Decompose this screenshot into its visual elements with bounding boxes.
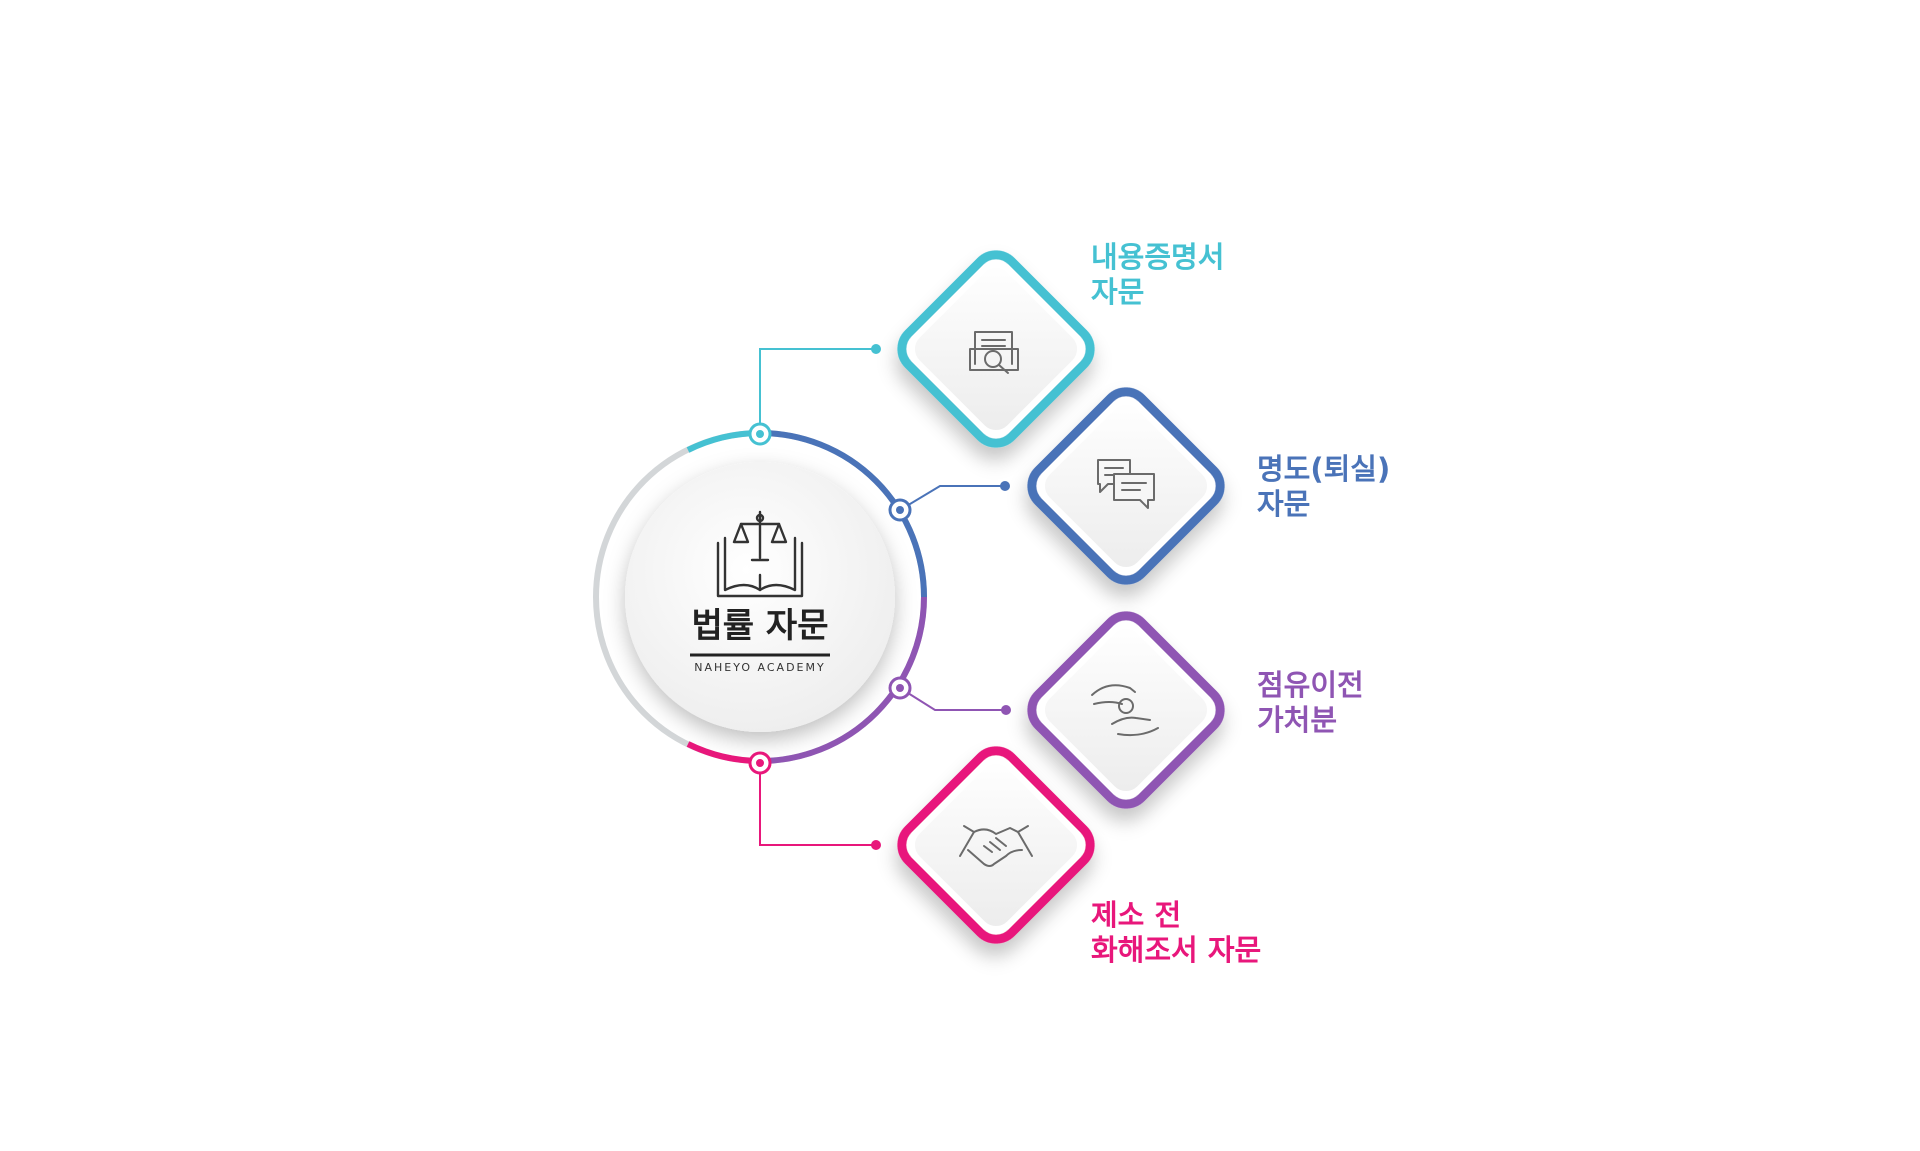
- connector-4: [759, 761, 874, 846]
- item-label-2: 명도(퇴실) 자문: [1257, 452, 1390, 522]
- item-label-4-line2: 화해조서 자문: [1091, 933, 1262, 967]
- item-label-4-line1: 제소 전: [1091, 898, 1182, 932]
- ring-node-4: [748, 751, 772, 775]
- ring-arc-blue: [759, 430, 927, 598]
- end-dot-4: [871, 840, 881, 850]
- chat-bubbles-icon: [1097, 459, 1155, 509]
- item-label-2-line2: 자문: [1257, 487, 1311, 521]
- end-dot-2: [1000, 481, 1010, 491]
- end-dot-3: [1001, 705, 1011, 715]
- item-label-3: 점유이전 가처분: [1257, 668, 1364, 738]
- ring-arc-purple: [759, 596, 927, 764]
- center-title: 법률 자문: [691, 606, 829, 646]
- item-label-1: 내용증명서 자문: [1091, 240, 1224, 310]
- document-search-icon: [969, 331, 1019, 374]
- diamond-tile-4[interactable]: [893, 742, 1099, 948]
- ring-node-2: [888, 498, 912, 522]
- item-label-1-line2: 자문: [1091, 275, 1145, 309]
- item-label-3-line1: 점유이전: [1257, 668, 1364, 702]
- item-label-4: 제소 전 화해조서 자문: [1091, 898, 1261, 968]
- hand-giving-icon: [1091, 684, 1159, 737]
- item-label-1-line1: 내용증명서: [1091, 240, 1225, 274]
- diamond-tile-3[interactable]: [1023, 607, 1229, 813]
- connector-2: [899, 485, 1003, 511]
- ring-node-1: [748, 422, 772, 446]
- center-subtitle: NAHEYO ACADEMY: [694, 661, 826, 674]
- connector-1: [759, 348, 874, 433]
- item-label-2-line1: 명도(퇴실): [1257, 452, 1391, 486]
- ring-node-3: [888, 676, 912, 700]
- scales-book-icon: [716, 510, 804, 598]
- end-dot-1: [871, 344, 881, 354]
- connector-3: [899, 687, 1004, 711]
- item-label-3-line2: 가처분: [1257, 703, 1338, 737]
- handshake-icon: [959, 825, 1033, 867]
- ring-arc-pink: [686, 741, 761, 764]
